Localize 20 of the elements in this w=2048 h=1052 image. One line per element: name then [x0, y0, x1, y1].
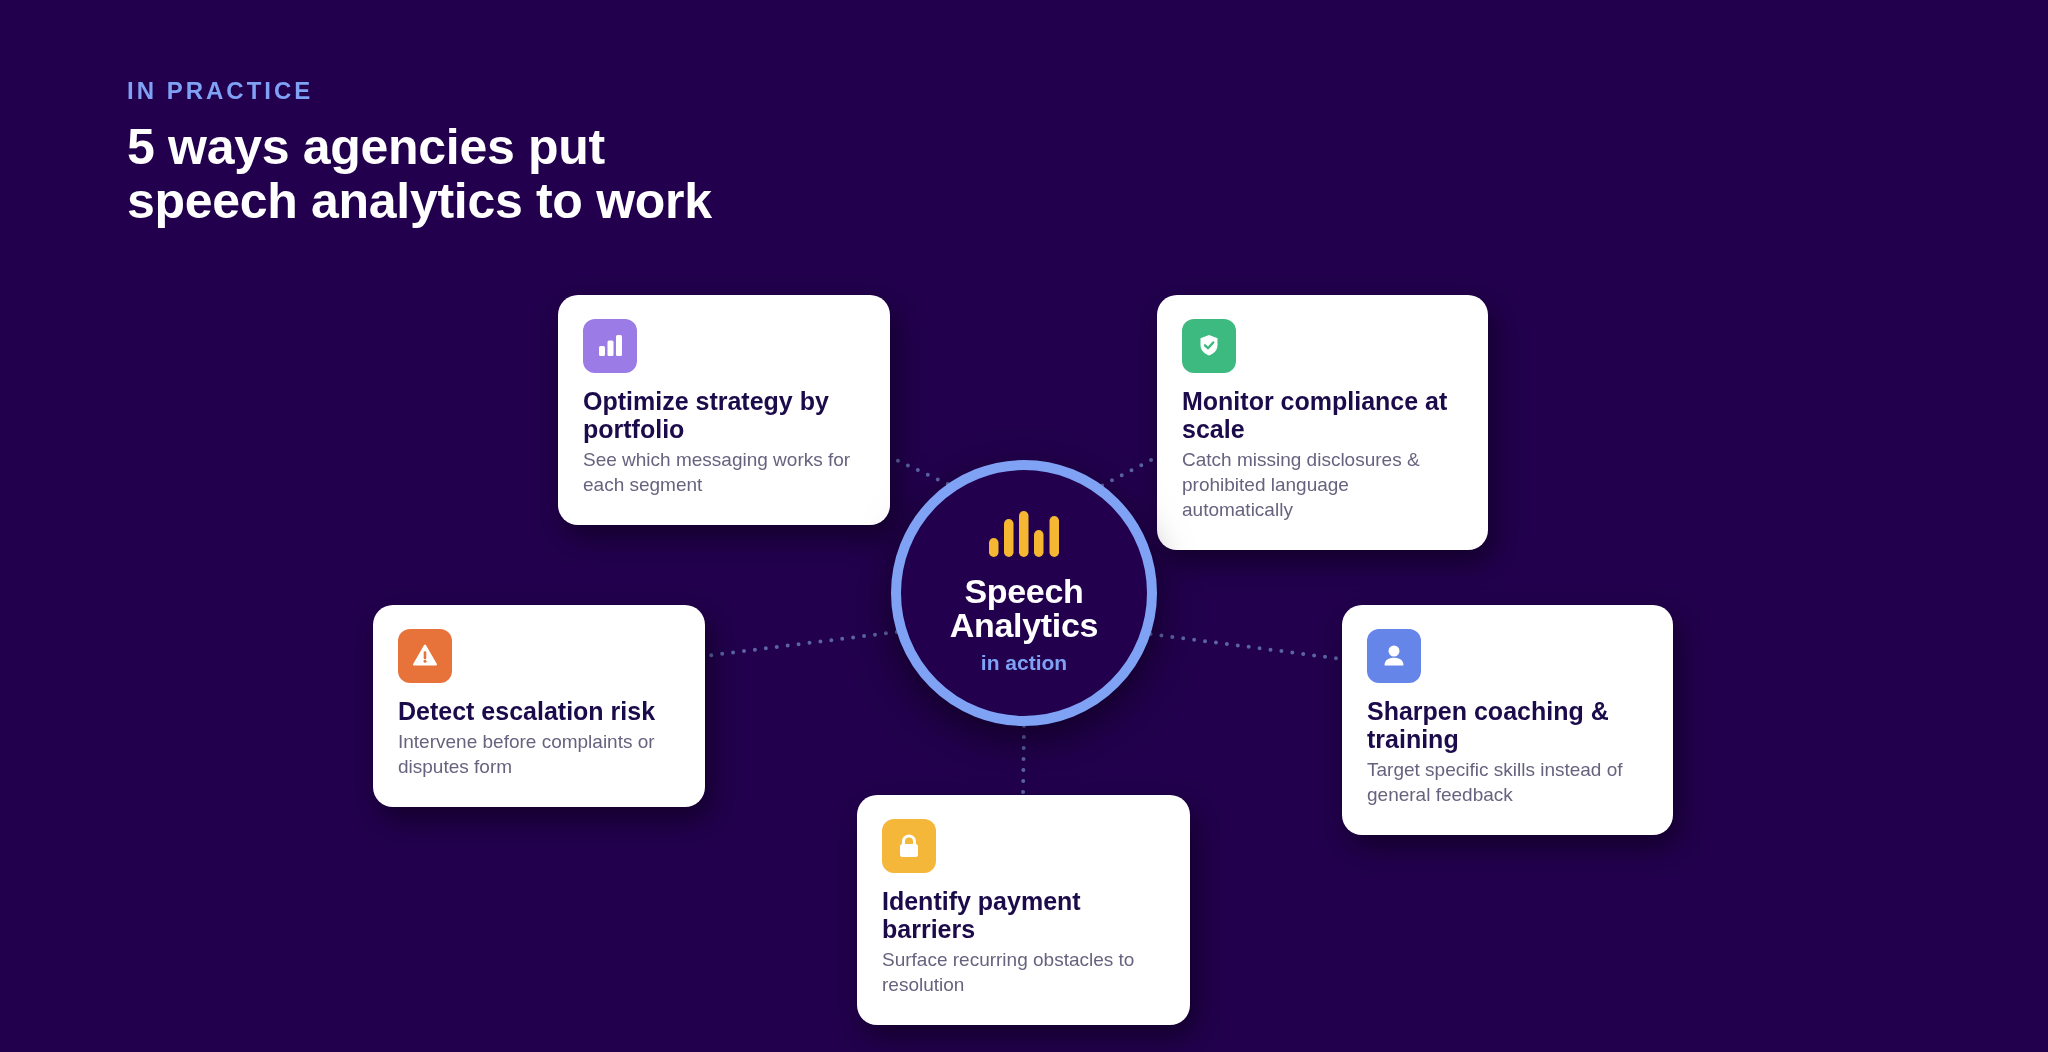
card-heading: Sharpen coaching & training — [1367, 697, 1610, 753]
card-heading: Detect escalation risk — [398, 697, 656, 725]
page-title: 5 ways agencies put speech analytics to work — [127, 120, 713, 228]
feature-card — [857, 795, 1190, 1025]
card-description: Catch missing disclosures & prohibited language automatically — [1182, 448, 1421, 522]
eyebrow-label: IN PRACTICE — [127, 79, 314, 103]
card-description: See which messaging works for each segment — [583, 448, 852, 497]
card-heading: Optimize strategy by portfolio — [583, 387, 830, 443]
feature-card — [373, 605, 705, 807]
feature-card — [1157, 295, 1488, 550]
feature-card — [1342, 605, 1673, 835]
dotted-connector — [1021, 724, 1026, 797]
feature-card — [558, 295, 890, 525]
card-description: Intervene before complaints or disputes form — [398, 730, 656, 779]
hub-title: Speech Analytics — [949, 573, 1099, 642]
hub-subtitle: in action — [980, 649, 1068, 676]
card-heading: Identify payment barriers — [882, 887, 1082, 943]
card-description: Target specific skills instead of general feedback — [1367, 758, 1624, 807]
card-heading: Monitor compliance at scale — [1182, 387, 1449, 443]
card-description: Surface recurring obstacles to resolution — [882, 948, 1136, 997]
